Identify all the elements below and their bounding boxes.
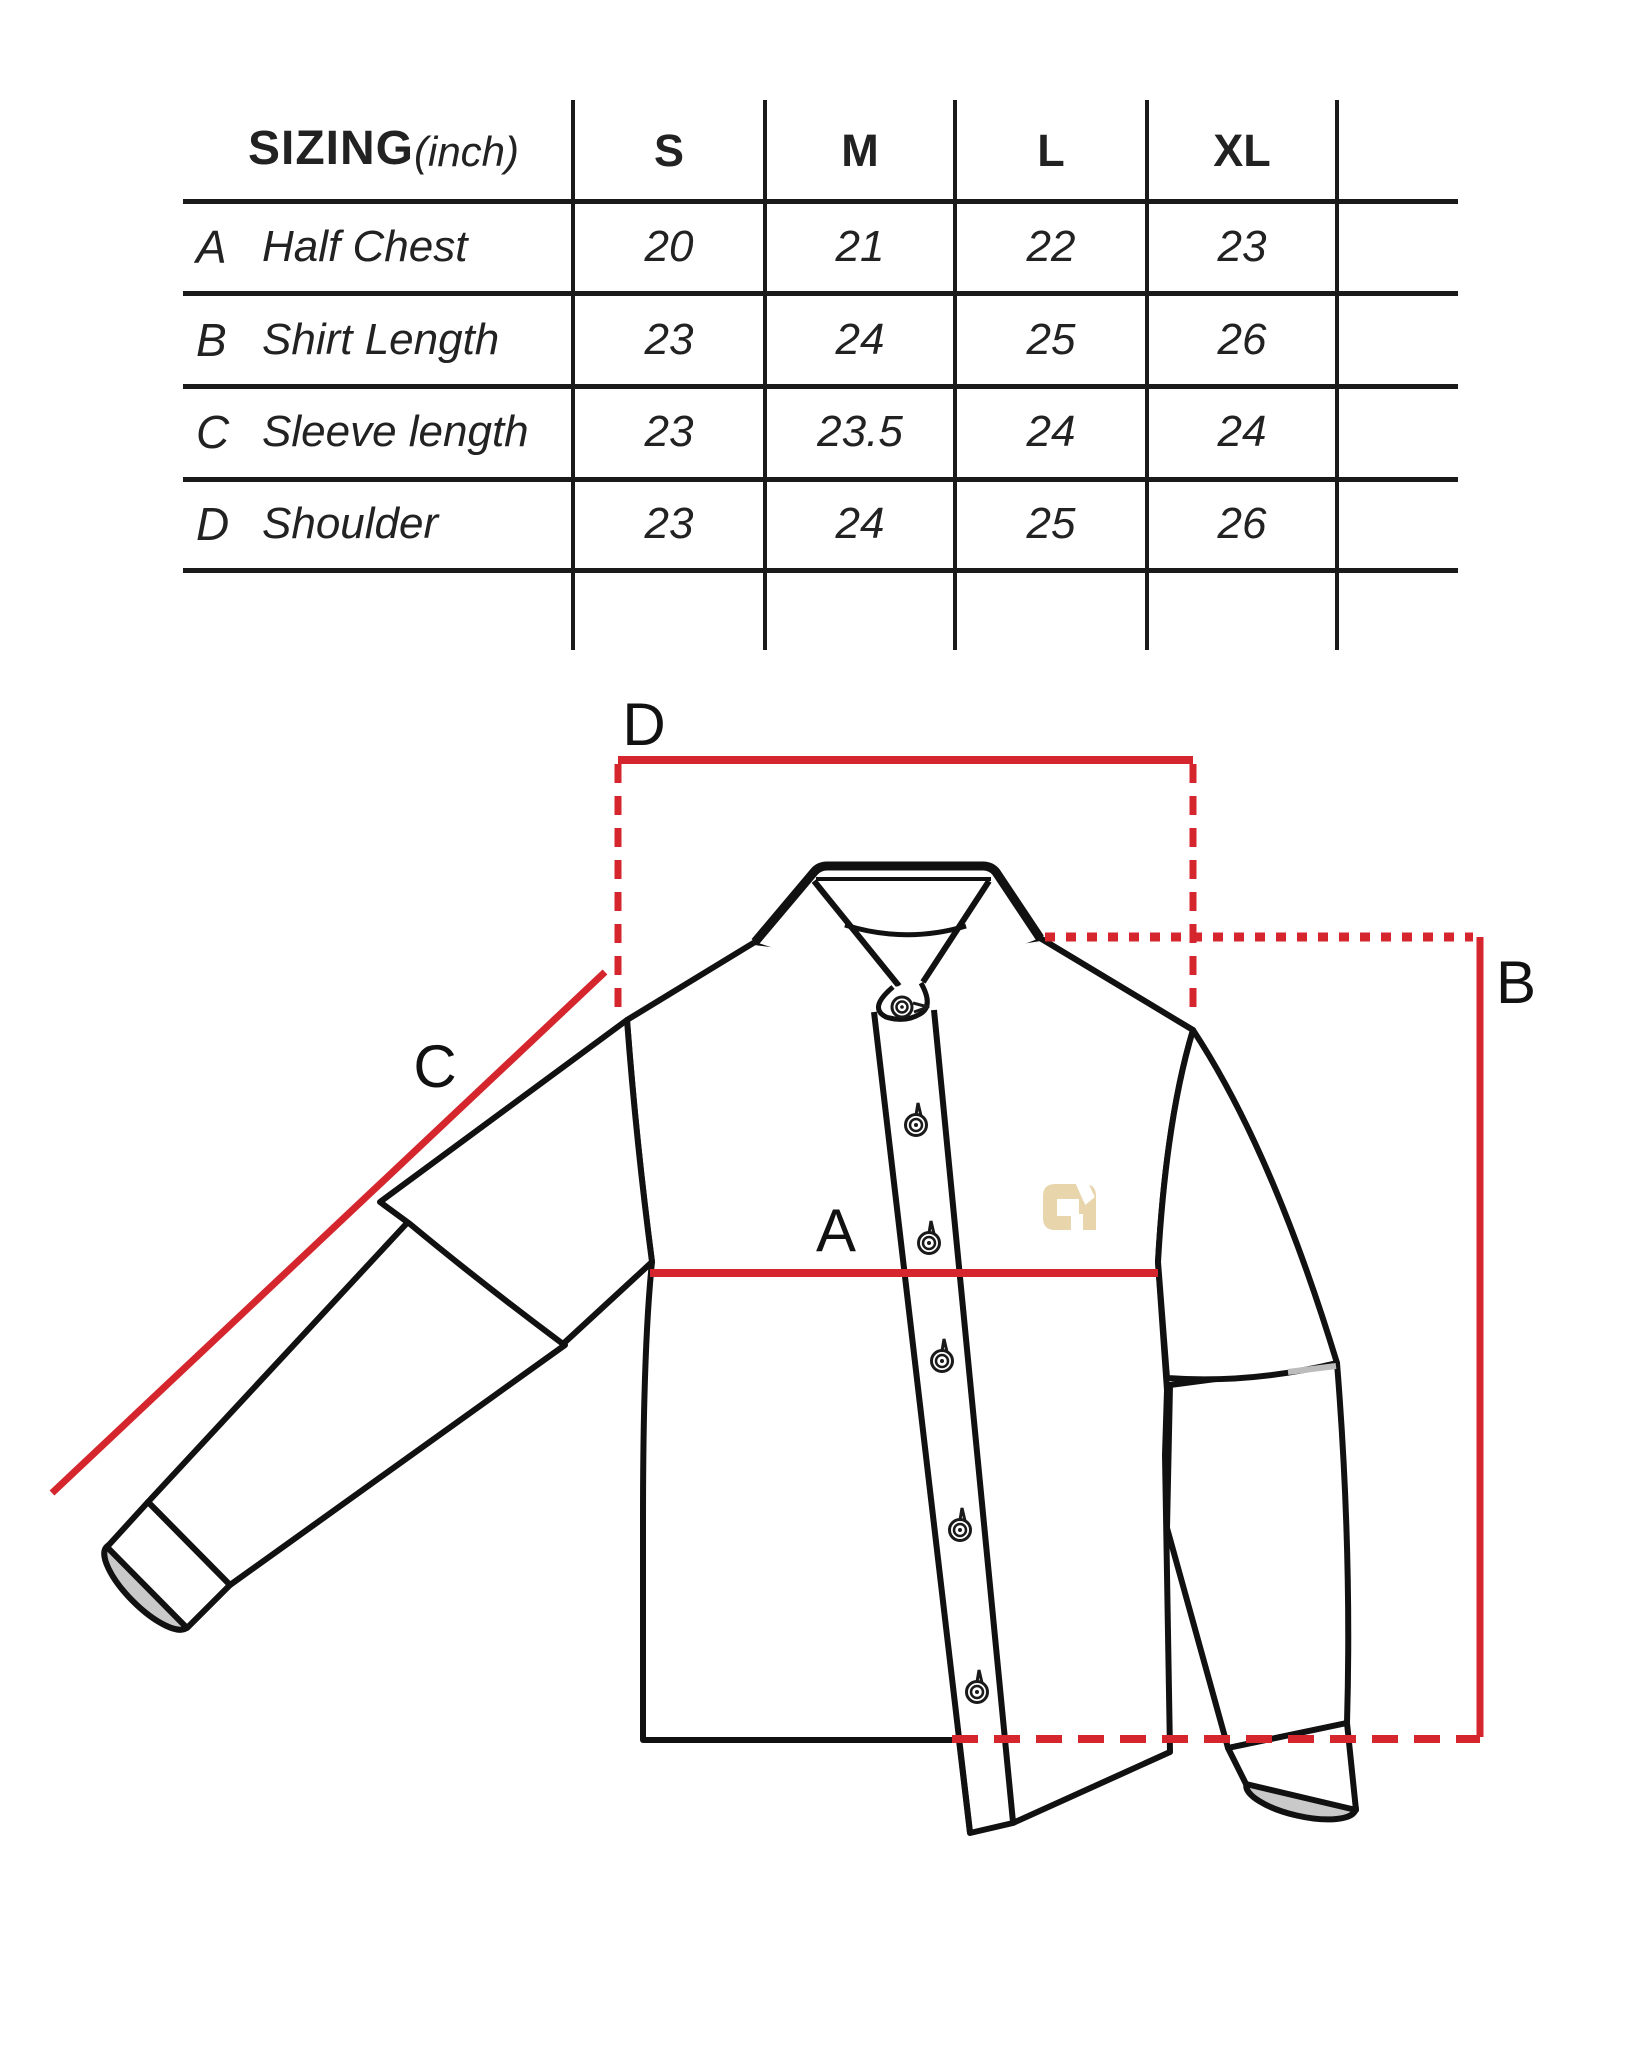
row-d-val-s: 23 [644, 499, 694, 548]
table-rule-2 [183, 384, 1458, 389]
logo-gap-bottom [1071, 1214, 1083, 1232]
row-b-val-xl: 26 [1217, 315, 1267, 364]
col-header-s: S [653, 125, 684, 176]
measurement-lines [49, 756, 1484, 1743]
table-rule-header [183, 199, 1458, 204]
col-header-xl: XL [1213, 125, 1271, 176]
table-col-line-4 [1145, 100, 1149, 650]
row-d-key: D [196, 498, 230, 550]
placket-left-edge [871, 1011, 973, 1833]
button-5 [965, 1669, 989, 1704]
label-d: D [622, 691, 665, 758]
button-2 [917, 1220, 941, 1255]
right-cuff [1225, 1720, 1359, 1813]
right-short-sleeve [1155, 1027, 1340, 1383]
col-header-m: M [841, 125, 879, 176]
table-unit: (inch) [414, 128, 520, 175]
row-b-val-l: 25 [1026, 315, 1076, 364]
row-d-val-l: 25 [1026, 499, 1076, 548]
table-title: SIZING [248, 122, 415, 175]
table-col-line-1 [571, 100, 575, 650]
logo-bar [1084, 1196, 1096, 1230]
row-a-val-s: 20 [644, 222, 694, 271]
row-c-val-s: 23 [644, 407, 694, 456]
table-col-line-2 [763, 100, 767, 650]
row-d-label: Shoulder [262, 499, 439, 548]
collar-right-leaf-edge [920, 879, 992, 984]
row-c-label: Sleeve length [262, 407, 529, 456]
table-rule-1 [183, 291, 1458, 296]
row-c-val-xl: 24 [1217, 407, 1267, 456]
long-sleeves [101, 1219, 1359, 1823]
label-b: B [1496, 949, 1536, 1016]
row-a-key: A [196, 221, 227, 273]
button-1 [904, 1102, 928, 1137]
row-a-label: Half Chest [262, 222, 468, 271]
button-placket [871, 1009, 1016, 1833]
row-b-val-s: 23 [644, 315, 694, 364]
placket-right-edge [931, 1009, 1016, 1823]
shirt-body [377, 935, 1340, 1836]
row-a-val-m: 21 [835, 222, 885, 271]
button-3 [930, 1338, 954, 1373]
left-cuff [104, 1499, 233, 1631]
label-c: C [413, 1033, 456, 1100]
row-c-val-l: 24 [1026, 407, 1076, 456]
table-col-line-3 [953, 100, 957, 650]
buttons [904, 1102, 989, 1704]
collar-button [890, 995, 930, 1019]
right-long-sleeve [1164, 1360, 1352, 1751]
row-d-val-xl: 26 [1217, 499, 1267, 548]
table-rule-4 [183, 568, 1458, 573]
row-b-label: Shirt Length [262, 315, 500, 364]
row-a-val-l: 22 [1026, 222, 1076, 271]
col-header-l: L [1037, 125, 1065, 176]
label-a: A [816, 1197, 856, 1264]
collar-left-leaf-edge [811, 879, 902, 988]
dimension-labels: D C A B [413, 691, 1536, 1264]
brand-logo [1043, 1180, 1101, 1232]
row-a-val-xl: 23 [1217, 222, 1267, 271]
row-b-key: B [196, 314, 227, 366]
row-b-val-m: 24 [835, 315, 885, 364]
back-collar-curve [844, 922, 967, 938]
measure-c-line [49, 969, 608, 1496]
table-col-line-5 [1335, 100, 1339, 650]
row-d-val-m: 24 [835, 499, 885, 548]
button-4 [948, 1507, 972, 1542]
left-short-sleeve [377, 1017, 655, 1347]
table-rule-3 [183, 477, 1458, 482]
collar [751, 861, 1044, 1022]
row-c-val-m: 23.5 [817, 407, 903, 456]
body-panel [624, 935, 1196, 1836]
row-c-key: C [196, 406, 230, 458]
collar-outer-edge [751, 861, 1044, 945]
sleeve-hem-shadow [1287, 1363, 1337, 1375]
